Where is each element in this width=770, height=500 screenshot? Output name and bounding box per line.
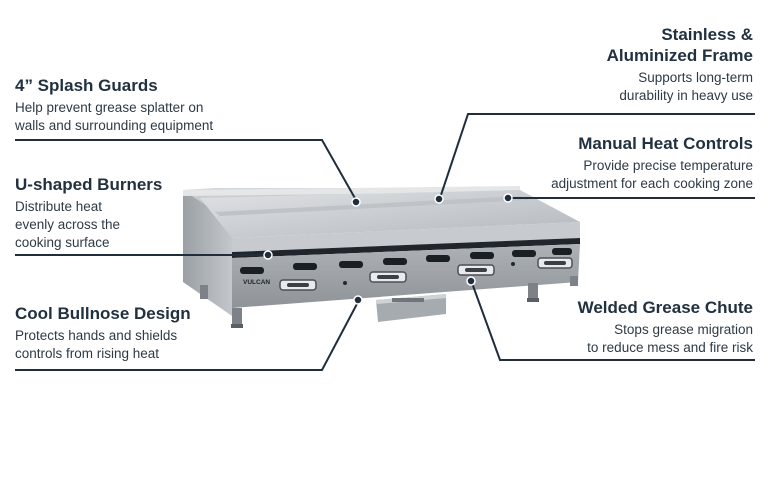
feature-description: Distribute heat evenly across the cookin… bbox=[15, 199, 121, 250]
feature-title: Cool Bullnose Design bbox=[15, 304, 191, 323]
feature-frame: Stainless & Aluminized Frame Supports lo… bbox=[607, 24, 753, 105]
legs bbox=[200, 276, 578, 328]
feature-description: Help prevent grease splatter on walls an… bbox=[15, 100, 214, 133]
feature-heat-controls: Manual Heat Controls Provide precise tem… bbox=[551, 133, 753, 193]
feature-description: Stops grease migration to reduce mess an… bbox=[587, 322, 753, 355]
knob bbox=[279, 279, 317, 291]
brand-label: VULCAN bbox=[243, 279, 270, 286]
feature-description: Protects hands and shields controls from… bbox=[15, 328, 178, 361]
grease-chute bbox=[376, 294, 446, 322]
feature-description: Provide precise temperature adjustment f… bbox=[551, 158, 753, 191]
burner-vents bbox=[240, 248, 572, 274]
feature-u-burners: U-shaped Burners Distribute heat evenly … bbox=[15, 174, 162, 252]
feature-splash-guards: 4” Splash Guards Help prevent grease spl… bbox=[15, 75, 213, 135]
callout-lines bbox=[15, 113, 755, 371]
bullnose-edge bbox=[232, 222, 580, 258]
feature-title: Stainless & Aluminized Frame bbox=[606, 25, 753, 65]
cooking-surface bbox=[200, 190, 580, 238]
feature-grease-chute: Welded Grease Chute Stops grease migrati… bbox=[578, 297, 753, 357]
knob bbox=[369, 271, 407, 283]
feature-description: Supports long-term durability in heavy u… bbox=[619, 70, 753, 103]
feature-title: 4” Splash Guards bbox=[15, 76, 158, 95]
knob bbox=[537, 257, 573, 269]
callout-dots bbox=[263, 193, 513, 305]
feature-title: Welded Grease Chute bbox=[577, 298, 753, 317]
knob bbox=[457, 264, 495, 276]
control-knobs bbox=[279, 257, 573, 291]
feature-bullnose: Cool Bullnose Design Protects hands and … bbox=[15, 303, 191, 363]
feature-title: U-shaped Burners bbox=[15, 175, 163, 194]
feature-title: Manual Heat Controls bbox=[578, 134, 753, 153]
